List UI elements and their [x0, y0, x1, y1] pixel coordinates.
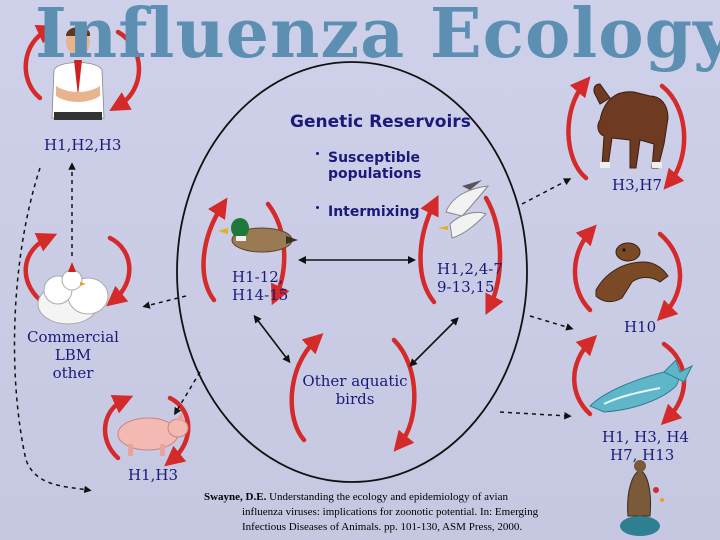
whale-label-line: H1, H3, H4 — [602, 428, 689, 446]
bullet-dot — [316, 206, 319, 209]
seal-icon — [620, 460, 664, 536]
seagull-icon — [438, 180, 490, 239]
poultry-label-line: LBM — [54, 346, 92, 364]
poultry-label-line: other — [52, 364, 94, 382]
whale-icon — [589, 359, 694, 413]
cycle-arrows — [23, 25, 687, 467]
citation-line: Infectious Diseases of Animals. pp. 101-… — [242, 521, 523, 533]
duck-icon — [218, 218, 298, 253]
citation-author: Swayne, D.E. — [204, 491, 267, 503]
aquatic-label-line: birds — [335, 390, 375, 408]
duck-label-line: H1-12, — [232, 268, 284, 286]
mink-icon — [595, 242, 669, 303]
citation-line: Understanding the ecology and epidemiolo… — [269, 491, 508, 503]
dashed-connectors — [13, 162, 574, 494]
solid-connectors — [253, 256, 459, 367]
aquatic-label-line: Other aquatic — [302, 372, 408, 390]
chicken-icon — [37, 262, 109, 325]
human-subtypes-label: H1,H2,H3 — [44, 136, 122, 154]
gull-label-line: H1,2,4-7 — [437, 260, 503, 278]
poultry-label: Commercial LBM other — [26, 328, 120, 382]
gull-subtypes-label: H1,2,4-7 9-13,15 — [437, 260, 503, 296]
whale-subtypes-label: H1, H3, H4 H7, H13 — [602, 428, 689, 464]
duck-subtypes-label: H1-12, H14-15 — [232, 268, 288, 304]
other-aquatic-birds-label: Other aquatic birds — [300, 372, 410, 408]
poultry-label-line: Commercial — [27, 328, 119, 346]
pig-icon — [117, 412, 189, 456]
mink-subtypes-label: H10 — [624, 318, 657, 336]
whale-label-line: H7, H13 — [610, 446, 675, 464]
businessman-icon — [51, 27, 105, 120]
bullet-dot — [316, 152, 319, 155]
duck-label-line: H14-15 — [232, 286, 289, 304]
slide-title: Influenza Ecology — [35, 0, 720, 74]
susceptible-populations-item: Susceptible populations — [328, 150, 422, 182]
gull-label-line: 9-13,15 — [437, 278, 495, 296]
reservoir-ellipse — [176, 61, 528, 483]
citation: Swayne, D.E. Understanding the ecology a… — [204, 490, 604, 535]
citation-line: influenza viruses: implications for zoon… — [242, 506, 539, 518]
swine-subtypes-label: H1,H3 — [128, 466, 179, 484]
horse-icon — [593, 83, 669, 169]
horse-subtypes-label: H3,H7 — [612, 176, 663, 194]
intermixing-item: Intermixing — [328, 204, 420, 220]
genetic-reservoirs-title: Genetic Reservoirs — [290, 112, 471, 132]
